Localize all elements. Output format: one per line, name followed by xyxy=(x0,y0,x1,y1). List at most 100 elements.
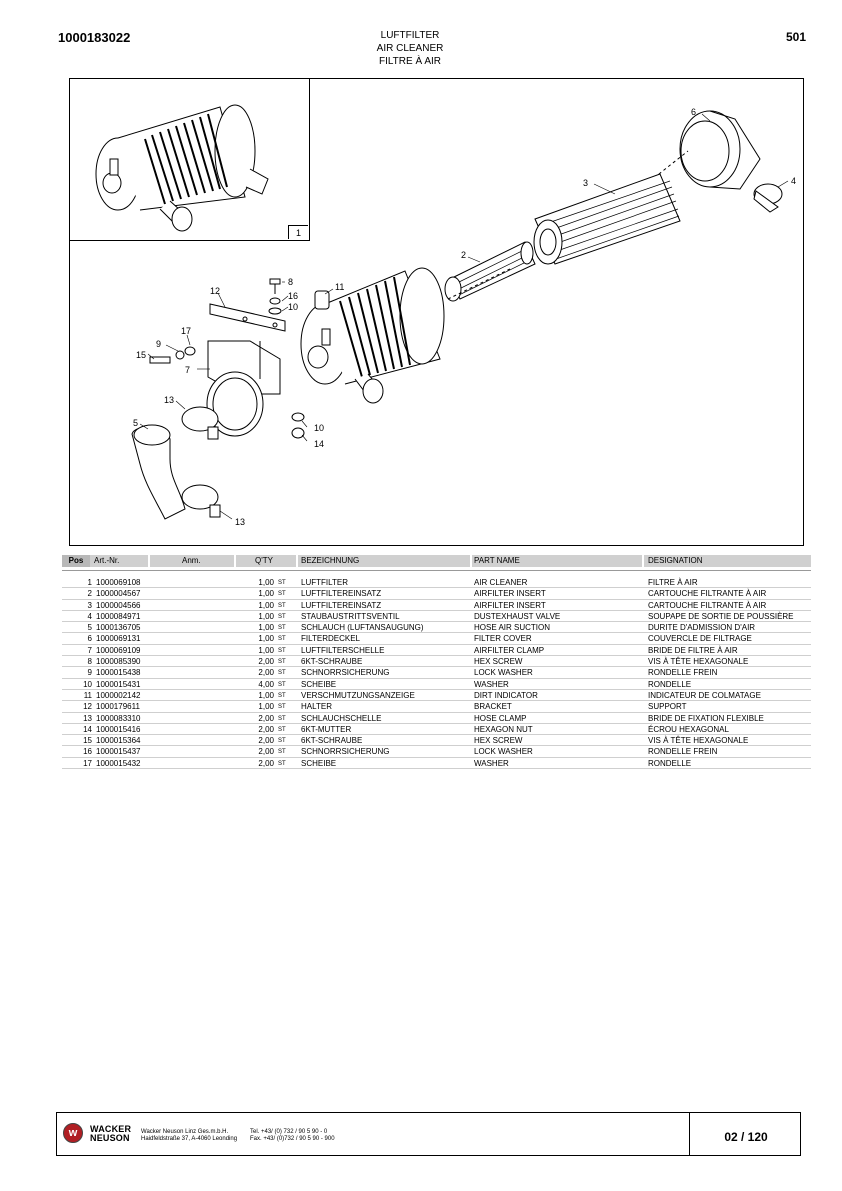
cell-unit: ST xyxy=(278,602,286,609)
exploded-parts-diagram: 1 6 4 3 2 8 11 16 10 12 17 9 15 7 13 5 1… xyxy=(69,78,804,546)
cell-de: 6KT-SCHRAUBE xyxy=(301,657,363,667)
brand-name: WACKER NEUSON xyxy=(90,1125,131,1143)
cell-fr: DURITE D'ADMISSION D'AIR xyxy=(648,623,756,633)
header-separator xyxy=(470,555,472,567)
cell-unit: ST xyxy=(278,749,286,756)
cell-unit: ST xyxy=(278,670,286,677)
cell-en: HEX SCREW xyxy=(474,736,523,746)
cell-fr: ÉCROU HEXAGONAL xyxy=(648,724,729,734)
cell-art: 1000015431 xyxy=(96,679,141,689)
cell-en: AIRFILTER INSERT xyxy=(474,600,546,610)
cell-de: LUFTFILTER xyxy=(301,578,348,587)
cell-de: LUFTFILTERSCHELLE xyxy=(301,645,385,655)
cell-de: SCHEIBE xyxy=(301,679,337,689)
cell-qty: 2,00 xyxy=(258,657,274,667)
cell-en: LOCK WASHER xyxy=(474,668,533,678)
header-art: Art.-Nr. xyxy=(94,556,120,565)
header-fr: DESIGNATION xyxy=(648,556,703,565)
header-rule xyxy=(62,570,811,571)
filter-insert-inner-drawing xyxy=(444,241,536,302)
cell-fr: VIS À TÊTE HEXAGONALE xyxy=(648,736,749,746)
cell-qty: 2,00 xyxy=(258,724,274,734)
page-footer: w WACKER NEUSON Wacker Neuson Linz Ges.m… xyxy=(56,1112,801,1156)
cell-pos: 17 xyxy=(83,758,92,768)
cell-art: 1000015416 xyxy=(96,724,141,734)
cell-fr: RONDELLE FREIN xyxy=(648,668,718,678)
header-pos: Pos xyxy=(62,555,90,567)
cell-en: AIRFILTER INSERT xyxy=(474,589,546,599)
cell-de: 6KT-SCHRAUBE xyxy=(301,736,363,746)
cell-qty: 1,00 xyxy=(258,589,274,599)
cell-qty: 1,00 xyxy=(258,611,274,621)
wacker-neuson-logo-icon: w xyxy=(63,1123,83,1143)
callout-6: 6 xyxy=(691,107,697,117)
cell-pos: 7 xyxy=(87,645,92,655)
bracket-and-clamp-drawing xyxy=(206,303,286,437)
cell-fr: FILTRE À AIR xyxy=(648,578,698,587)
fax: Fax. +43/ (0)732 / 90 5 90 - 900 xyxy=(250,1136,335,1142)
cell-en: FILTER COVER xyxy=(474,634,532,644)
cell-unit: ST xyxy=(278,715,286,722)
cell-pos: 10 xyxy=(83,679,92,689)
cell-pos: 15 xyxy=(83,736,92,746)
cell-pos: 8 xyxy=(87,657,92,667)
cell-art: 1000015432 xyxy=(96,758,141,768)
street-address: Haidfeldstraße 37, A-4060 Leonding xyxy=(141,1136,238,1142)
cell-unit: ST xyxy=(278,580,286,586)
cell-pos: 4 xyxy=(87,611,92,621)
header-en: PART NAME xyxy=(474,556,520,565)
callout-16: 16 xyxy=(288,291,299,301)
cell-pos: 1 xyxy=(87,578,92,587)
cell-fr: COUVERCLE DE FILTRAGE xyxy=(648,634,752,644)
contact-info: Tel. +43/ (0) 732 / 90 5 90 - 0 Fax. +43… xyxy=(250,1129,335,1143)
cell-art: 1000069109 xyxy=(96,645,141,655)
callout-15: 15 xyxy=(136,350,147,360)
cell-de: LUFTFILTEREINSATZ xyxy=(301,600,382,610)
cell-fr: RONDELLE xyxy=(648,758,692,768)
callout-5: 5 xyxy=(133,418,139,428)
cell-de: FILTERDECKEL xyxy=(301,634,360,644)
cell-qty: 1,00 xyxy=(258,600,274,610)
cell-unit: ST xyxy=(278,625,286,632)
cell-art: 1000002142 xyxy=(96,690,141,700)
cell-unit: ST xyxy=(278,692,286,699)
air-hose-drawing xyxy=(131,424,186,520)
cell-qty: 2,00 xyxy=(258,747,274,757)
cell-qty: 1,00 xyxy=(258,690,274,700)
cell-en: AIRFILTER CLAMP xyxy=(474,645,545,655)
cell-unit: ST xyxy=(278,681,286,688)
cell-fr: BRIDE DE FIXATION FLEXIBLE xyxy=(648,713,764,723)
cell-art: 1000084971 xyxy=(96,611,141,621)
telephone: Tel. +43/ (0) 732 / 90 5 90 - 0 xyxy=(250,1129,328,1135)
cell-unit: ST xyxy=(278,613,286,620)
cell-art: 1000004566 xyxy=(96,600,141,610)
dust-valve-drawing xyxy=(753,183,783,213)
page-reference: 501 xyxy=(785,30,806,44)
hose-clamp-lower-drawing xyxy=(181,484,221,518)
page-titles: LUFTFILTER AIR CLEANER FILTRE À AIR xyxy=(300,29,520,68)
cell-pos: 11 xyxy=(83,690,92,700)
cell-unit: ST xyxy=(278,591,286,598)
cell-en: WASHER xyxy=(474,679,509,689)
fasteners-drawing xyxy=(149,278,305,439)
cell-pos: 5 xyxy=(87,623,92,633)
cell-art: 1000069131 xyxy=(96,634,141,644)
cell-en: AIR CLEANER xyxy=(474,578,528,587)
cell-art: 1000004567 xyxy=(96,589,141,599)
header-separator xyxy=(296,555,298,567)
parts-drawing xyxy=(95,104,789,520)
cell-fr: SUPPORT xyxy=(648,702,687,712)
cell-pos: 13 xyxy=(83,713,92,723)
cell-qty: 4,00 xyxy=(258,679,274,689)
cell-de: SCHEIBE xyxy=(301,758,337,768)
filter-insert-outer-drawing xyxy=(533,173,681,265)
cell-en: HEX SCREW xyxy=(474,657,523,667)
